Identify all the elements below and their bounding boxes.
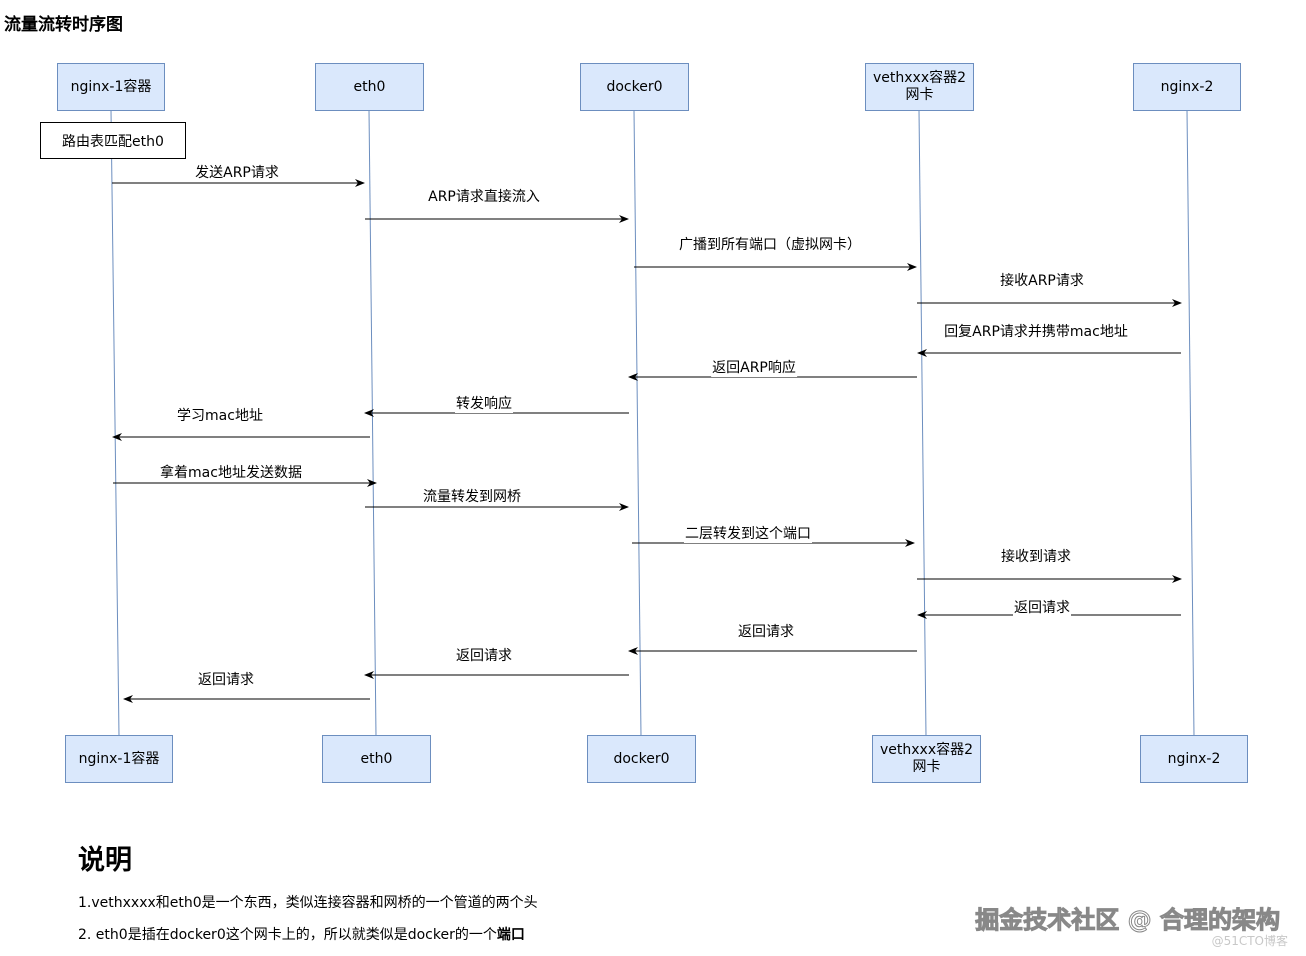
- message-label-9: 拿着mac地址发送数据: [159, 465, 303, 482]
- message-label-11: 二层转发到这个端口: [684, 526, 812, 543]
- message-label-7: 转发响应: [455, 396, 513, 413]
- explanation-item-2-text: 2. eth0是插在docker0这个网卡上的，所以就类似是docker的一个: [78, 927, 497, 943]
- lifeline-eth0: [368, 109, 377, 737]
- message-label-16: 返回请求: [197, 672, 255, 689]
- message-label-3: 广播到所有端口（虚拟网卡）: [678, 237, 862, 254]
- participant-eth0-bottom: eth0: [322, 735, 431, 783]
- participant-docker0-top: docker0: [580, 63, 689, 111]
- participant-veth-top: vethxxx容器2网卡: [865, 63, 974, 111]
- participant-nginx1-bottom: nginx-1容器: [65, 735, 173, 783]
- message-label-5: 回复ARP请求并携带mac地址: [943, 324, 1129, 341]
- message-label-4: 接收ARP请求: [999, 273, 1085, 290]
- lifeline-nginx1: [110, 109, 120, 737]
- message-label-2: ARP请求直接流入: [427, 189, 541, 206]
- participant-nginx2-bottom: nginx-2: [1140, 735, 1248, 783]
- explanation-item-2: 2. eth0是插在docker0这个网卡上的，所以就类似是docker的一个端…: [78, 924, 525, 944]
- lifeline-nginx2: [1186, 109, 1195, 737]
- message-label-8: 学习mac地址: [176, 408, 264, 425]
- participant-veth-bottom: vethxxx容器2网卡: [872, 735, 981, 783]
- message-label-15: 返回请求: [455, 648, 513, 665]
- lifeline-docker0: [633, 109, 642, 737]
- message-label-10: 流量转发到网桥: [422, 489, 522, 506]
- routing-note: 路由表匹配eth0: [40, 122, 186, 159]
- explanation-item-2-bold: 端口: [496, 927, 525, 943]
- message-label-13: 返回请求: [1013, 600, 1071, 617]
- participant-nginx2-top: nginx-2: [1133, 63, 1241, 111]
- participant-nginx1-top: nginx-1容器: [57, 63, 165, 111]
- cto-watermark: @51CTO博客: [1211, 934, 1288, 948]
- explanation-item-1: 1.vethxxxx和eth0是一个东西，类似连接容器和网桥的一个管道的两个头: [78, 895, 538, 911]
- message-label-14: 返回请求: [737, 624, 795, 641]
- participant-eth0-top: eth0: [315, 63, 424, 111]
- message-label-12: 接收到请求: [1000, 549, 1072, 566]
- diagram-title: 流量流转时序图: [4, 15, 123, 35]
- lifeline-veth: [918, 109, 927, 737]
- explanation-heading: 说明: [78, 845, 132, 876]
- participant-docker0-bottom: docker0: [587, 735, 696, 783]
- juejin-watermark: 掘金技术社区 @ 合理的架构: [975, 906, 1281, 935]
- message-label-6: 返回ARP响应: [711, 360, 797, 377]
- message-label-1: 发送ARP请求: [194, 165, 280, 182]
